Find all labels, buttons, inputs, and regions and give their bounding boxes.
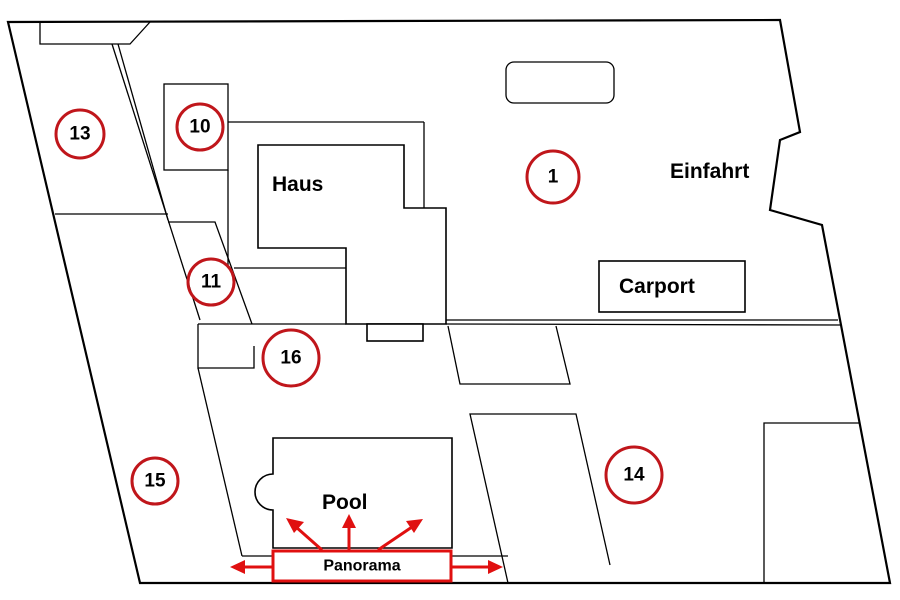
parking-pad [505, 61, 615, 104]
terrace-line-b [445, 323, 841, 326]
panorama-box [271, 549, 453, 583]
southeast-shed [763, 422, 860, 583]
pool-outline [254, 437, 453, 549]
marker-13[interactable]: 13 [54, 108, 106, 160]
haus-label: Haus [272, 173, 323, 196]
house-step [366, 323, 424, 342]
area-10-box [163, 83, 229, 171]
marker-16[interactable]: 16 [261, 328, 321, 388]
area-11-strip [168, 221, 253, 325]
top-left-notch [39, 21, 151, 45]
left-strip-line-b [117, 43, 169, 221]
marker-13-number: 13 [69, 124, 90, 145]
marker-10-number: 10 [189, 117, 210, 138]
marker-14-number: 14 [623, 465, 645, 486]
marker-16-number: 16 [280, 348, 301, 369]
marker-14[interactable]: 14 [604, 445, 664, 505]
marker-15-number: 15 [144, 471, 166, 492]
carport-label: Carport [619, 275, 695, 298]
marker-11[interactable]: 11 [186, 257, 236, 307]
south-path [469, 413, 611, 584]
house-outline [257, 144, 447, 325]
property-boundary [6, 18, 892, 585]
south-terrace-a [447, 325, 571, 385]
west-divider [197, 367, 243, 557]
marker-15[interactable]: 15 [130, 456, 180, 506]
left-strip-line-a [111, 43, 201, 321]
marker-11-number: 11 [201, 272, 222, 293]
marker-10[interactable]: 10 [175, 102, 225, 152]
panorama-label: Panorama [323, 558, 400, 575]
carport-box [598, 260, 746, 313]
marker-1[interactable]: 1 [525, 149, 581, 205]
panorama-arrows [230, 514, 503, 574]
marker-1-number: 1 [548, 167, 559, 188]
pool-label: Pool [322, 491, 368, 514]
area-16-nook [197, 324, 255, 369]
einfahrt-label: Einfahrt [670, 160, 749, 183]
